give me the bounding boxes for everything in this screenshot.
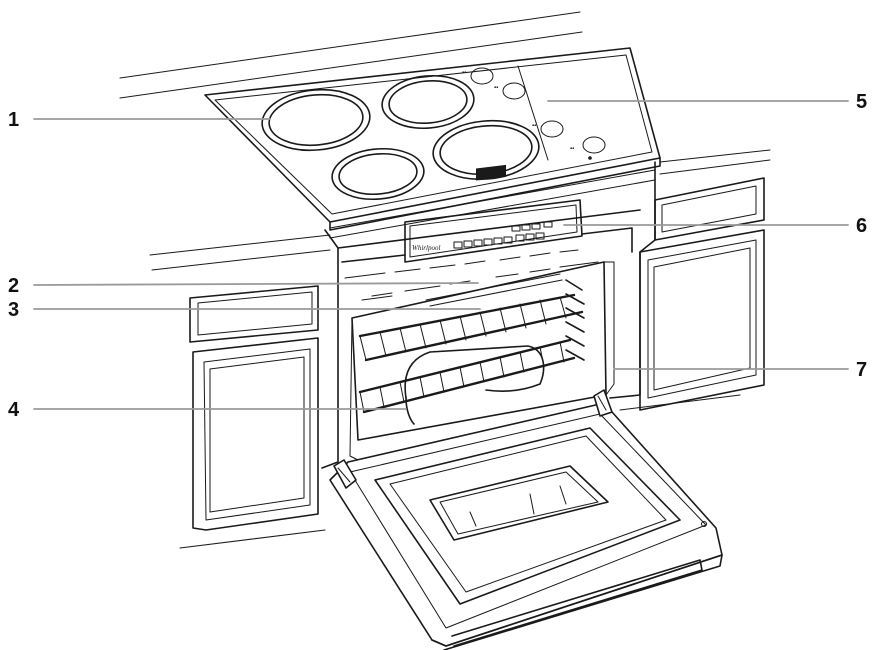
callout-6: 6 — [856, 215, 867, 237]
svg-text:▪▪: ▪▪ — [532, 123, 536, 129]
callout-7: 7 — [856, 359, 867, 381]
countertop — [119, 11, 771, 549]
callout-numbers: 1 2 3 4 5 6 7 — [8, 91, 867, 421]
surface-element-right-rear — [381, 74, 475, 130]
door-hinge-left — [333, 459, 357, 489]
brand-logo: Whirlpool — [412, 244, 440, 252]
left-cabinet — [189, 285, 319, 531]
surface-element-left-rear — [261, 88, 371, 152]
leader-line-2 — [33, 282, 479, 286]
callout-5: 5 — [856, 91, 867, 113]
cooktop: ▪▪ ▪▪ ▪▪ ▪▪ — [204, 47, 661, 231]
control-pad-buttons — [453, 221, 553, 249]
control-knob-2 — [502, 82, 526, 100]
door-hinge-right — [593, 389, 613, 417]
callout-3: 3 — [8, 299, 19, 321]
clock-display — [476, 164, 506, 181]
surface-element-left-front — [331, 147, 425, 201]
svg-text:▪▪: ▪▪ — [494, 85, 498, 91]
cooktop-control-panel: ▪▪ ▪▪ ▪▪ ▪▪ — [462, 67, 606, 160]
range-body — [321, 161, 656, 469]
right-cabinet — [639, 177, 765, 411]
leader-lines — [33, 100, 849, 410]
callout-2: 2 — [8, 275, 19, 297]
bake-element-loop — [404, 345, 545, 399]
oven-door-window — [429, 465, 609, 541]
control-knob-1 — [470, 67, 494, 85]
svg-text:▪▪: ▪▪ — [570, 146, 574, 152]
oven-rack-lower — [358, 338, 576, 425]
oven-door — [329, 403, 723, 650]
oven-rack-upper — [358, 273, 585, 362]
callout-1: 1 — [8, 109, 19, 131]
callout-4: 4 — [8, 399, 20, 421]
control-knob-3 — [540, 120, 564, 138]
oven-control-panel: Whirlpool — [404, 164, 583, 263]
control-knob-4 — [582, 136, 606, 154]
svg-text:▪▪: ▪▪ — [462, 70, 466, 76]
